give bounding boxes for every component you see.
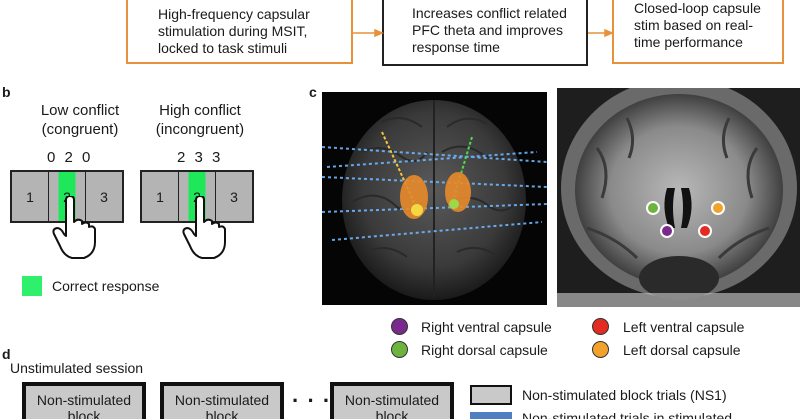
flow-box-text: PFC theta and improves bbox=[412, 22, 563, 38]
pointing-hand-icon bbox=[182, 196, 226, 259]
right-ventral-marker bbox=[660, 224, 674, 238]
block-text: Non-stimulated bbox=[344, 392, 440, 408]
correct-response-label: Correct response bbox=[52, 278, 160, 294]
right-dorsal-marker bbox=[646, 201, 660, 215]
caption-line: (incongruent) bbox=[155, 121, 245, 138]
flow-box-effect: Increases conflict related PFC theta and… bbox=[382, 0, 588, 66]
flow-box-text: stim based on real- bbox=[634, 17, 754, 33]
right-ventral-legend-dot bbox=[391, 318, 408, 335]
caption-line: (congruent) bbox=[41, 121, 119, 138]
response-cell: 3 bbox=[216, 172, 252, 221]
left-ventral-label: Left ventral capsule bbox=[623, 319, 745, 335]
cell-label: 3 bbox=[100, 188, 108, 205]
cell-label: 3 bbox=[230, 188, 238, 205]
flow-box-text: stimulation during MSIT, bbox=[158, 23, 308, 39]
non-stimulated-block: Non-stimulated block bbox=[160, 382, 284, 419]
cell-label: 1 bbox=[156, 188, 164, 205]
block-text: Non-stimulated bbox=[36, 392, 132, 408]
flow-arrowhead-2 bbox=[604, 28, 614, 38]
left-dorsal-label: Left dorsal capsule bbox=[623, 342, 741, 358]
non-stimulated-block: Non-stimulated block bbox=[22, 382, 146, 419]
left-ventral-marker bbox=[698, 224, 712, 238]
right-ventral-label: Right ventral capsule bbox=[421, 319, 552, 335]
high-conflict-caption: High conflict (incongruent) bbox=[140, 101, 260, 139]
left-ventral-legend-dot bbox=[592, 318, 609, 335]
mri-coronal-slice-image bbox=[557, 88, 800, 307]
low-conflict-caption: Low conflict (congruent) bbox=[20, 101, 140, 139]
ns2-legend-label: Non-stimulated trials in stimulated bbox=[522, 410, 733, 419]
ns1-legend-swatch bbox=[470, 385, 512, 405]
block-text: block bbox=[375, 408, 409, 419]
unstimulated-session-title: Unstimulated session bbox=[10, 360, 144, 376]
flow-box-text: High-frequency capsular bbox=[158, 6, 310, 22]
brain-3d-reconstruction-image bbox=[322, 92, 547, 305]
block-text: Non-stimulated bbox=[174, 392, 270, 408]
flow-box-text: locked to task stimuli bbox=[158, 40, 288, 56]
block-text: block bbox=[205, 408, 239, 419]
caption-line: Low conflict bbox=[40, 102, 120, 119]
right-dorsal-label: Right dorsal capsule bbox=[421, 342, 548, 358]
correct-response-swatch bbox=[22, 276, 42, 296]
ellipsis: · · · bbox=[292, 388, 332, 413]
flow-box-text: Closed-loop capsule bbox=[634, 0, 761, 16]
high-conflict-digits: 2 3 3 bbox=[177, 149, 221, 166]
right-dorsal-legend-dot bbox=[391, 341, 408, 358]
response-cell: 1 bbox=[12, 172, 49, 221]
ns2-legend-swatch bbox=[470, 412, 512, 419]
ns1-legend-label: Non-stimulated block trials (NS1) bbox=[522, 387, 727, 403]
low-conflict-digits: 0 2 0 bbox=[47, 149, 91, 166]
flow-box-closed-loop: Closed-loop capsule stim based on real- … bbox=[612, 0, 784, 64]
electrode-markers bbox=[646, 201, 725, 238]
caption-line: High conflict bbox=[159, 102, 241, 119]
panel-letter-c: c bbox=[309, 84, 317, 100]
non-stimulated-block: Non-stimulated block bbox=[330, 382, 454, 419]
panel-letter-d: d bbox=[2, 346, 11, 362]
flow-arrows bbox=[353, 28, 614, 38]
cell-label: 1 bbox=[26, 188, 34, 205]
flow-box-text: response time bbox=[412, 39, 500, 55]
response-cell: 1 bbox=[142, 172, 179, 221]
flow-box-text: time performance bbox=[634, 34, 743, 50]
pointing-hand-icon bbox=[52, 196, 96, 259]
response-cell: 3 bbox=[86, 172, 122, 221]
flow-box-text: Increases conflict related bbox=[412, 5, 567, 21]
flow-arrowhead-1 bbox=[374, 28, 384, 38]
flow-box-stimulation: High-frequency capsular stimulation duri… bbox=[126, 0, 353, 64]
left-dorsal-marker bbox=[711, 201, 725, 215]
panel-letter-b: b bbox=[2, 84, 11, 100]
block-text: block bbox=[67, 408, 101, 419]
left-dorsal-legend-dot bbox=[592, 341, 609, 358]
